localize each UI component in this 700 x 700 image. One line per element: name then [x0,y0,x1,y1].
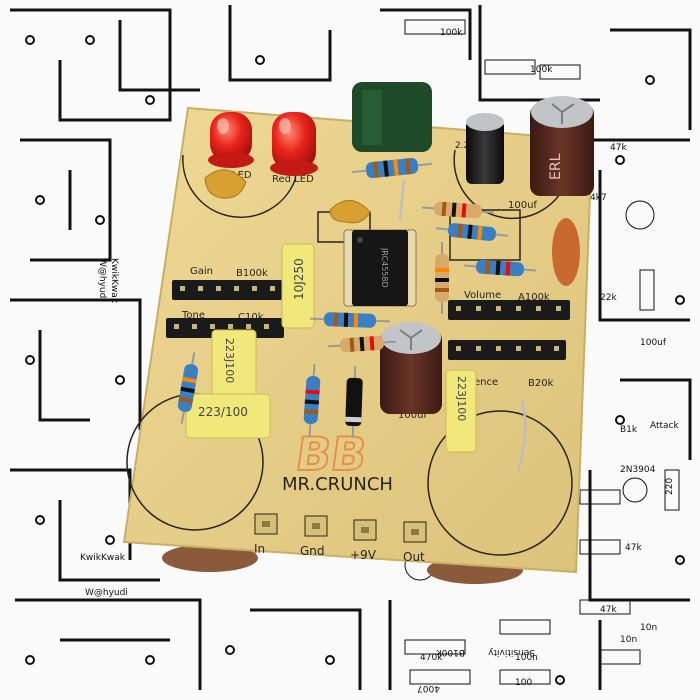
bg-label-attack: Attack [650,421,680,431]
bg-label-b100k: B100k [436,647,465,657]
bg-label-22k: 22k [600,293,617,303]
label-cap-bottom: 100uf [398,410,427,421]
board-name: MR.CRUNCH [282,474,393,495]
label-volume-value: A100k [518,292,550,303]
pad-label-in: In [254,542,265,556]
red-leds [208,112,318,176]
pad-label-9v: +9V [350,548,377,562]
pin-headers [166,280,570,360]
label-tone: Tone [181,310,205,321]
label-volume: Volume [464,290,501,301]
film-cap-1-label: 10J250 [292,258,306,300]
film-cap-3-label: 223/100 [198,405,248,419]
bg-label-100uf: 100uf [640,338,667,348]
electrolytic-brand: ERL [548,153,564,180]
diode [345,365,363,439]
label-tone-value: C10k [238,312,264,323]
electrolytic-capacitors: ERL [380,96,594,414]
bg-label-wahyudi-2: W@hyudi [85,588,128,598]
bg-label-2n3904: 2N3904 [620,465,656,475]
bg-label-10n-a: 10n [620,635,637,645]
ic-chip: JRC4558D [343,229,417,307]
bg-label-220: 220 [665,478,675,495]
ic-label: JRC4558D [380,247,389,288]
bg-label-100k-b: 100k [530,65,553,75]
bg-label-100k-a: 100k [440,28,463,38]
label-presence: ence [474,377,498,388]
label-gain-value: B100k [236,268,268,279]
bg-label-10n-b: 10n [640,623,657,633]
label-cap-top: 100uf [508,200,537,211]
label-presence-value: B20k [528,378,554,389]
ceramic-capacitors [204,169,371,224]
label-cap-small: 2.2 [455,141,469,151]
bg-label-kwikkwak-2: KwikKwak [80,553,126,563]
bg-label-47k-b: 47k [600,605,617,615]
bg-label-wahyudi-1: W@hyudi [97,258,107,301]
bg-label-47k-c: 47k [610,143,627,153]
bg-label-kwikkwak-1: KwikKwak [109,258,119,304]
label-gain: Gain [190,266,213,277]
bg-label-100n: 100n [515,653,538,663]
bg-label-4k7: 4k7 [590,193,607,203]
pad-label-gnd: Gnd [300,544,325,558]
yellow-film-capacitors: 10J250 223J100 223/100 223J100 [185,243,477,453]
bg-label-470k: 470k [420,653,443,663]
pad-label-out: Out [403,550,425,564]
green-film-capacitor [352,82,432,152]
bg-label-b1k: B1k [620,425,638,435]
film-cap-2-label: 223J100 [223,338,236,383]
orange-capacitor [552,218,580,286]
board-logo: BB [292,427,370,481]
bg-label-47k-a: 47k [625,543,642,553]
bg-label-4007: 4007 [417,683,440,693]
label-red-led: Red LED [272,174,314,185]
label-led: LED [232,170,252,181]
bg-label-100: 100 [515,678,532,688]
resistors [177,157,536,436]
bg-label-sensitivity: Sensitivity [487,647,535,657]
film-cap-4-label: 223J100 [455,376,468,421]
wire-leads [398,179,527,473]
io-pads: In Gnd +9V Out [254,513,427,564]
